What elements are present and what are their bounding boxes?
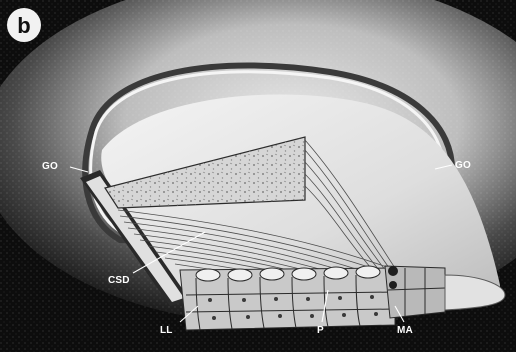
label-go-left: GO	[42, 161, 58, 172]
panel-letter-badge: b	[7, 8, 41, 42]
label-ma: MA	[397, 325, 413, 336]
label-ll: LL	[160, 325, 173, 336]
lamellar-layer	[180, 266, 395, 330]
label-go-right: GO	[455, 160, 471, 171]
panel-letter: b	[17, 13, 30, 38]
label-p: P	[317, 325, 324, 336]
label-csd: CSD	[108, 275, 130, 286]
